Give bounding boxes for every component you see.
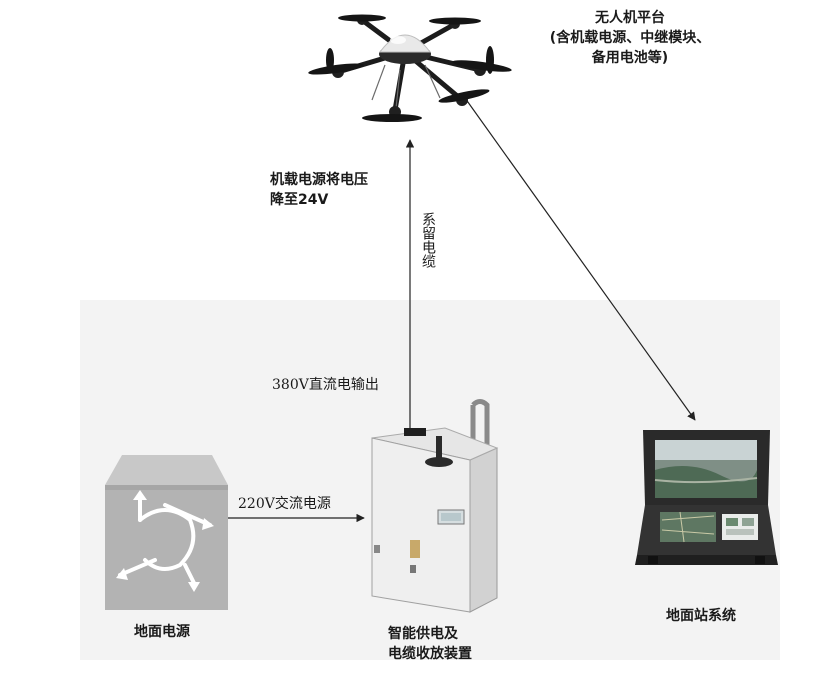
ground-power-label: 地面电源 xyxy=(134,624,190,640)
laptop-ground-station-image xyxy=(635,430,778,565)
device-label-line2: 电缆收放装置 xyxy=(388,646,472,662)
drone-image xyxy=(308,14,512,122)
onboard-power-label: 机载电源将电压 降至24V xyxy=(270,170,368,210)
uav-platform-label-line2: (含机载电源、中继模块、 xyxy=(549,30,711,46)
uav-to-ground-station-arrow xyxy=(464,97,696,421)
onboard-power-label-line1: 机载电源将电压 xyxy=(270,172,368,188)
cable-reel-device-image xyxy=(371,399,499,613)
dc-output-label: 380V直流电输出 xyxy=(272,377,379,393)
ground-power-box-image xyxy=(105,455,228,610)
uav-platform-label-line3: 备用电池等) xyxy=(591,50,669,66)
onboard-power-label-line2: 降至24V xyxy=(270,192,329,208)
arrow-icon xyxy=(118,498,212,587)
device-label-line1: 智能供电及 xyxy=(388,626,458,642)
uav-platform-label: 无人机平台 (含机载电源、中继模块、 备用电池等) xyxy=(520,8,740,68)
tether-cable-label: 系留电缆 xyxy=(420,212,436,268)
ac-power-label: 220V交流电源 xyxy=(238,496,331,512)
ground-station-label: 地面站系统 xyxy=(666,608,736,624)
uav-platform-label-line1: 无人机平台 xyxy=(595,10,665,26)
device-label: 智能供电及 电缆收放装置 xyxy=(388,624,472,664)
